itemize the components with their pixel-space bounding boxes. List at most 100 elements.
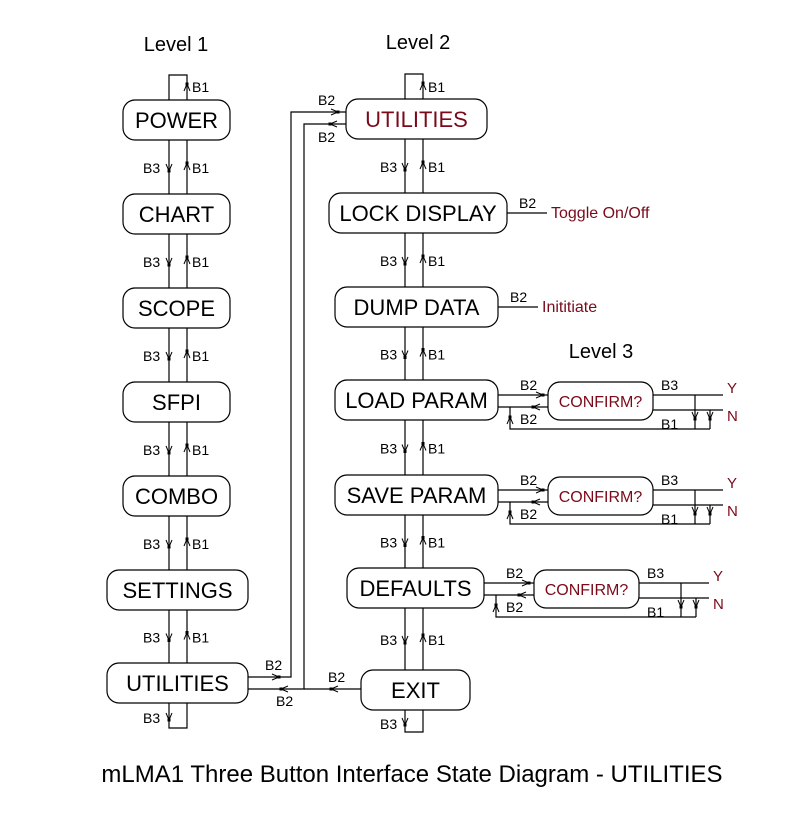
arrow-dot: [403, 641, 407, 645]
level1-state-power: [122, 99, 231, 141]
arrow-left-icon: [517, 591, 527, 599]
button-label-b3: B3: [380, 159, 397, 175]
button-label-b2: B2: [520, 506, 537, 522]
confirm-return-loop: [509, 407, 710, 430]
level2-state-exit: [360, 669, 471, 711]
button-label-b2: B2: [328, 669, 345, 685]
button-label-b3: B3: [380, 632, 397, 648]
arrow-down-icon: [165, 445, 173, 455]
utilities-b3-loop: [168, 703, 188, 729]
button-label-b3: B3: [143, 348, 160, 364]
button-label-b2: B2: [506, 565, 523, 581]
arrow-dot: [679, 605, 683, 609]
arrow-up-icon: [419, 633, 427, 643]
arrow-down-icon: [401, 256, 409, 266]
button-label-b1: B1: [661, 511, 678, 527]
level2-state-lock-display: [328, 192, 508, 234]
level1-state-chart-label: CHART: [139, 202, 214, 227]
labels-layer: Level 1 Level 2 Level 3 mLMA1 Three Butt…: [101, 32, 737, 788]
arrow-dot: [167, 451, 171, 455]
arrow-down-icon: [691, 411, 699, 421]
arrow-dot: [531, 405, 535, 409]
arrow-up-icon: [183, 443, 191, 453]
arrow-right-icon: [535, 391, 545, 399]
level2-state-exit-label: EXIT: [391, 678, 440, 703]
confirm-return-loop: [509, 502, 710, 525]
button-label-b3: B3: [380, 535, 397, 551]
button-label-b2: B2: [318, 92, 335, 108]
button-label-b3: B3: [143, 160, 160, 176]
level1-state-scope: [122, 287, 231, 329]
button-label-b1: B1: [428, 535, 445, 551]
arrow-down-icon: [401, 444, 409, 453]
button-label-b1: B1: [192, 160, 209, 176]
button-label-b1: B1: [428, 347, 445, 363]
arrow-dot: [185, 161, 189, 165]
button-label-b1: B1: [428, 159, 445, 175]
arrow-up-icon: [419, 81, 427, 91]
level2-state-save-param: [334, 474, 499, 516]
arrow-dot: [694, 605, 698, 609]
level2-state-defaults-label: DEFAULTS: [359, 576, 471, 601]
level2-state-dump-data-label: DUMP DATA: [354, 295, 480, 320]
level3-confirm-load-param-label: CONFIRM?: [559, 394, 643, 411]
arrow-right-icon: [271, 673, 281, 681]
arrow-dot: [277, 675, 281, 679]
button-label-b1: B1: [192, 79, 209, 95]
arrow-right-icon: [535, 486, 545, 494]
arrow-dot: [185, 443, 189, 447]
level2-state-save-param-label: SAVE PARAM: [347, 483, 487, 508]
arrow-down-icon: [165, 351, 173, 361]
arrow-right-icon: [521, 579, 531, 587]
arrow-dot: [328, 122, 332, 126]
button-label-b1: B1: [647, 604, 664, 620]
arrow-left-icon: [328, 120, 338, 128]
arrow-dot: [185, 349, 189, 353]
button-label-b3: B3: [143, 710, 160, 726]
wires-layer: [165, 73, 723, 733]
confirm-yes-label: Y: [727, 380, 737, 397]
arrow-dot: [421, 81, 425, 85]
arrow-right-icon: [330, 108, 340, 116]
button-label-b2: B2: [318, 129, 335, 145]
power-b1-loop: [168, 74, 188, 100]
button-label-b3: B3: [380, 347, 397, 363]
level1-state-settings-label: SETTINGS: [122, 578, 232, 603]
arrow-up-icon: [419, 348, 427, 357]
level1-state-power-label: POWER: [135, 108, 218, 133]
level2-state-dump-data: [334, 286, 499, 328]
utilities-b1-loop: [404, 73, 424, 99]
arrow-dot: [403, 544, 407, 547]
arrow-down-icon: [706, 506, 714, 516]
level3-confirm-save-param: [547, 476, 654, 516]
button-label-b2: B2: [520, 411, 537, 427]
confirm-no-label: N: [727, 408, 738, 425]
arrow-dot: [403, 262, 407, 266]
link-l1-utilities-to-l2-utilities: [248, 111, 346, 678]
arrow-dot: [527, 581, 531, 585]
button-label-b1: B1: [428, 79, 445, 95]
level2-state-load-param-label: LOAD PARAM: [345, 388, 488, 413]
arrow-down-icon: [165, 163, 173, 173]
arrow-up-icon: [183, 631, 191, 640]
arrow-dot: [693, 417, 697, 421]
arrow-dot: [329, 687, 333, 691]
arrow-left-icon: [279, 685, 289, 693]
level3-confirm-defaults: [533, 569, 640, 609]
level1-state-utilities-label: UTILITIES: [126, 671, 229, 696]
arrow-dot: [167, 545, 171, 549]
arrow-dot: [167, 169, 171, 173]
button-label-b3: B3: [380, 253, 397, 269]
confirm-no-label: N: [727, 503, 738, 520]
action-label-lock-display: Toggle On/Off: [551, 205, 650, 222]
arrow-dot: [279, 687, 283, 691]
arrow-dot: [508, 510, 512, 514]
arrow-dot: [517, 593, 521, 597]
level2-state-lock-display-label: LOCK DISPLAY: [339, 201, 497, 226]
button-label-b2: B2: [276, 693, 293, 709]
level2-state-utilities-label: UTILITIES: [365, 107, 468, 132]
arrow-dot: [421, 442, 425, 445]
arrow-up-icon: [506, 415, 514, 425]
arrow-down-icon: [401, 350, 409, 359]
